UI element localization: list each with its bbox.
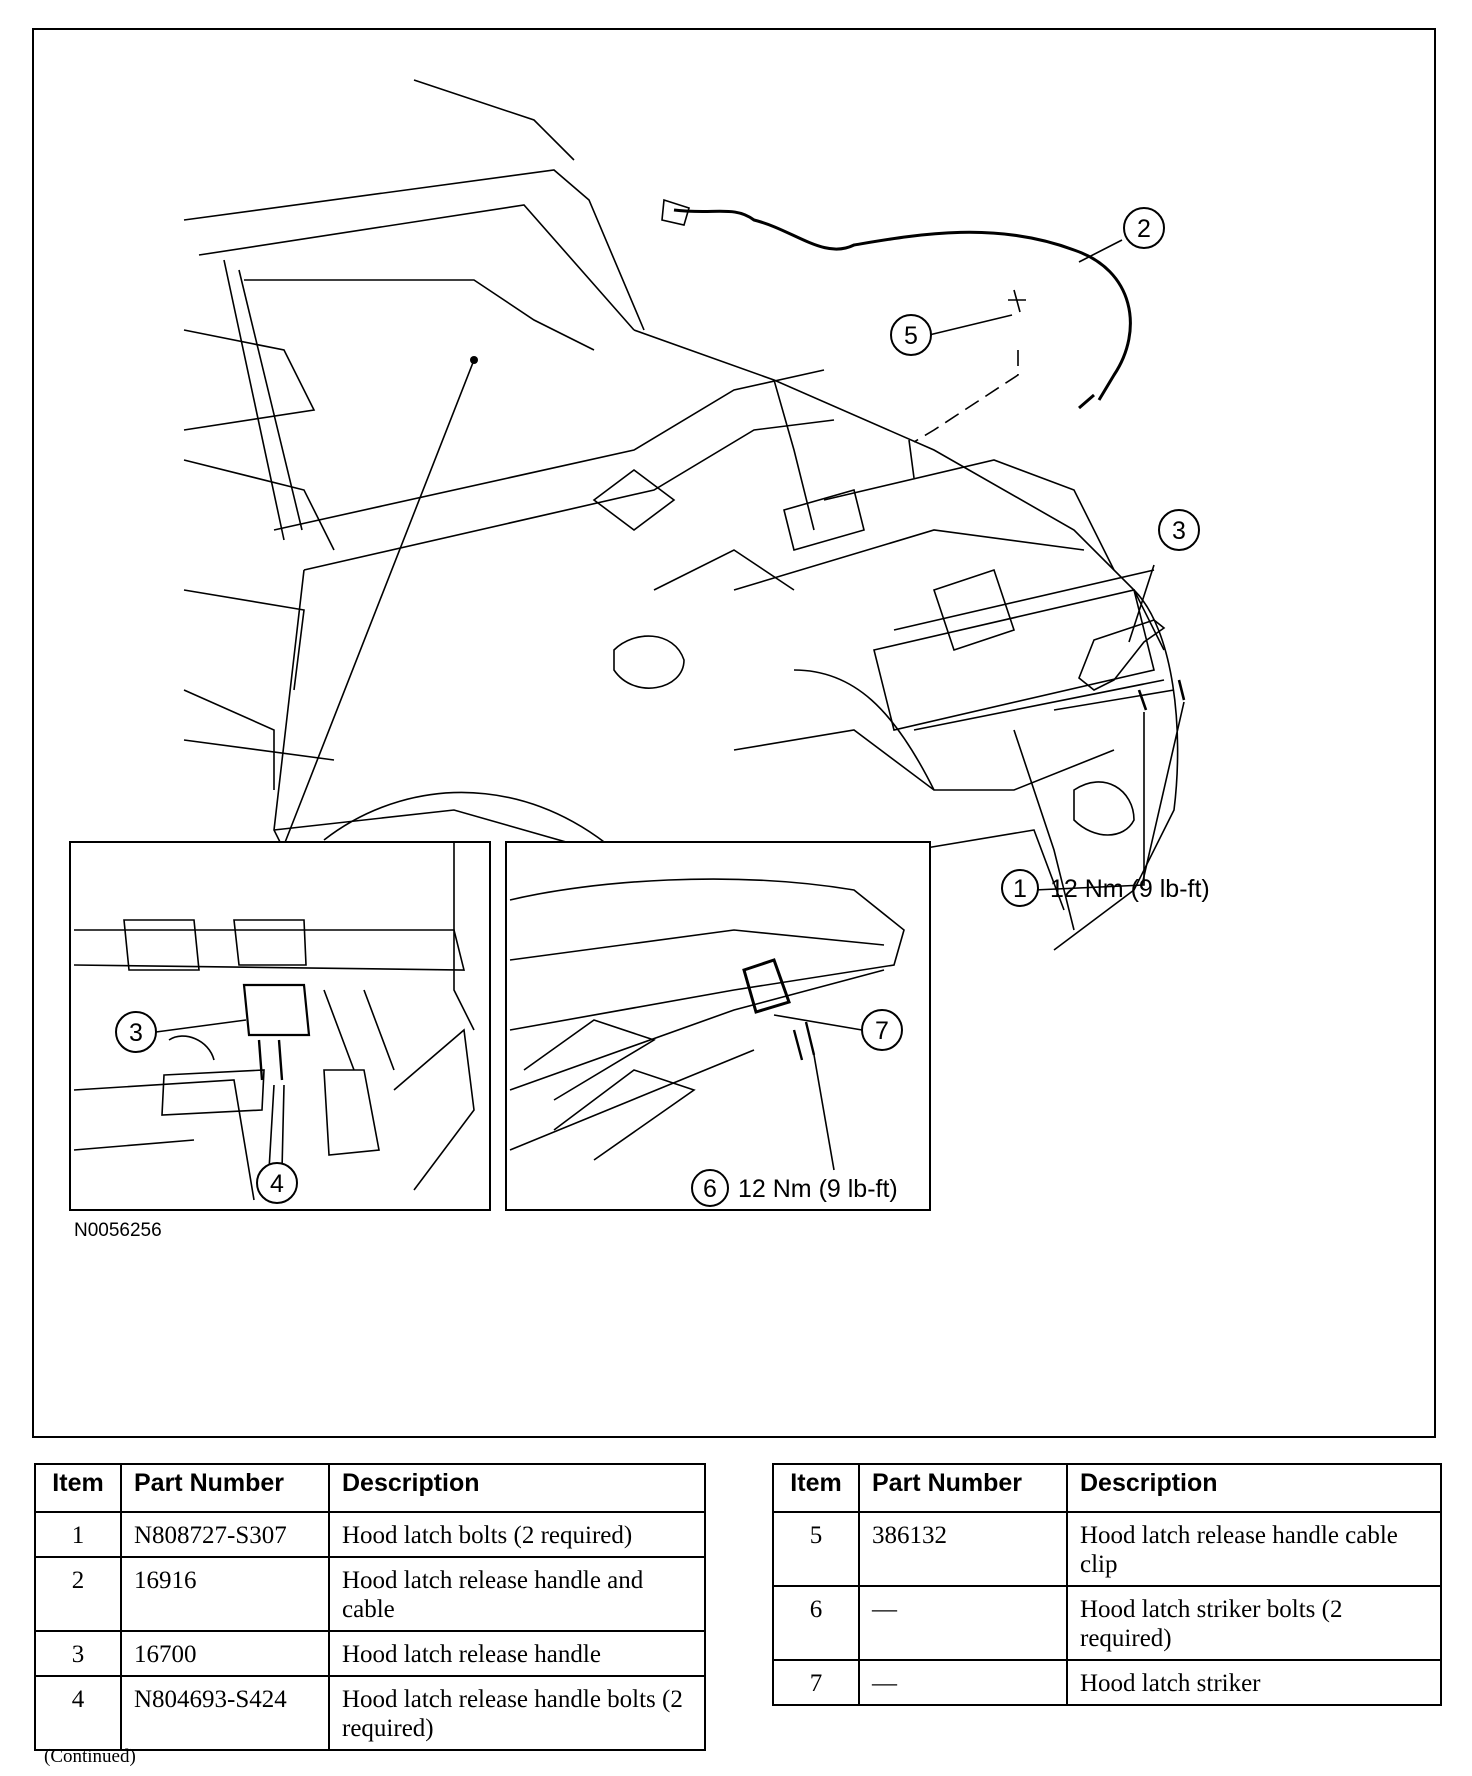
callout-3-inset: 3 <box>115 1011 247 1053</box>
cell-part-number: 16700 <box>120 1630 330 1677</box>
inset-right-drawing <box>268 878 905 1171</box>
header-description: Description <box>1066 1463 1442 1513</box>
callout-6-torque: 12 Nm (9 lb-ft) <box>738 1175 898 1203</box>
cell-description: Hood latch bolts (2 required) <box>328 1511 706 1558</box>
callout-3-number: 3 <box>1172 517 1186 545</box>
cell-part-number: 386132 <box>858 1511 1068 1587</box>
table-row: 1 N808727-S307 Hood latch bolts (2 requi… <box>34 1511 706 1558</box>
cell-part-number: — <box>858 1659 1068 1706</box>
parts-table-right: Item Part Number Description 5 386132 Ho… <box>772 1463 1442 1706</box>
cell-description: Hood latch striker bolts (2 required) <box>1066 1585 1442 1661</box>
callout-1-number: 1 <box>1013 875 1027 903</box>
cell-item: 5 <box>772 1511 860 1587</box>
cell-item: 6 <box>772 1585 860 1661</box>
diagram-frame: 1 12 Nm (9 lb-ft) 2 3 3 4 5 6 12 Nm (9 l… <box>32 28 1436 1438</box>
cell-description: Hood latch release handle bolts (2 requi… <box>328 1675 706 1751</box>
cell-item: 1 <box>34 1511 122 1558</box>
callout-1: 1 12 Nm (9 lb-ft) <box>1001 869 1210 907</box>
callout-6: 6 12 Nm (9 lb-ft) <box>691 1169 898 1207</box>
cell-part-number: N804693-S424 <box>120 1675 330 1751</box>
table-row: 6 — Hood latch striker bolts (2 required… <box>772 1585 1442 1661</box>
cell-description: Hood latch release handle and cable <box>328 1556 706 1632</box>
cell-part-number: N808727-S307 <box>120 1511 330 1558</box>
cell-part-number: — <box>858 1585 1068 1661</box>
inset-left-drawing <box>73 842 475 1201</box>
callout-5: 5 <box>890 314 932 356</box>
table-row: 4 N804693-S424 Hood latch release handle… <box>34 1675 706 1751</box>
callout-4-number: 4 <box>270 1170 284 1198</box>
callout-4: 4 <box>256 1162 298 1204</box>
table-row: 7 — Hood latch striker <box>772 1659 1442 1706</box>
header-part-number: Part Number <box>120 1463 330 1513</box>
cell-part-number: 16916 <box>120 1556 330 1632</box>
parts-table-left: Item Part Number Description 1 N808727-S… <box>34 1463 706 1751</box>
callout-7: 7 <box>861 1009 903 1051</box>
callout-7-number: 7 <box>875 1017 889 1045</box>
figure-code: N0056256 <box>74 1220 162 1241</box>
callout-3: 3 <box>1158 509 1200 551</box>
callout-2-number: 2 <box>1137 215 1151 243</box>
table-header-row: Item Part Number Description <box>34 1463 706 1513</box>
header-item: Item <box>772 1463 860 1513</box>
cell-description: Hood latch striker <box>1066 1659 1442 1706</box>
cell-item: 2 <box>34 1556 122 1632</box>
cell-item: 4 <box>34 1675 122 1751</box>
vehicle-line-art <box>183 79 1186 951</box>
table-row: 5 386132 Hood latch release handle cable… <box>772 1511 1442 1587</box>
header-description: Description <box>328 1463 706 1513</box>
callout-6-number: 6 <box>703 1175 717 1203</box>
reference-dot <box>470 356 478 364</box>
callout-1-torque: 12 Nm (9 lb-ft) <box>1050 875 1210 903</box>
exploded-view-drawing: 1 12 Nm (9 lb-ft) 2 3 3 4 5 6 12 Nm (9 l… <box>69 79 1210 1241</box>
cell-item: 3 <box>34 1630 122 1677</box>
cell-description: Hood latch release handle cable clip <box>1066 1511 1442 1587</box>
table-row: 3 16700 Hood latch release handle <box>34 1630 706 1677</box>
callout-5-number: 5 <box>904 322 918 350</box>
table-row: 2 16916 Hood latch release handle and ca… <box>34 1556 706 1632</box>
header-part-number: Part Number <box>858 1463 1068 1513</box>
callout-3-inset-number: 3 <box>129 1019 143 1047</box>
cell-description: Hood latch release handle <box>328 1630 706 1677</box>
callout-2: 2 <box>1123 207 1165 249</box>
inset-frame-right <box>505 841 931 1211</box>
cell-item: 7 <box>772 1659 860 1706</box>
continued-note: (Continued) <box>44 1746 136 1767</box>
table-header-row: Item Part Number Description <box>772 1463 1442 1513</box>
header-item: Item <box>34 1463 122 1513</box>
